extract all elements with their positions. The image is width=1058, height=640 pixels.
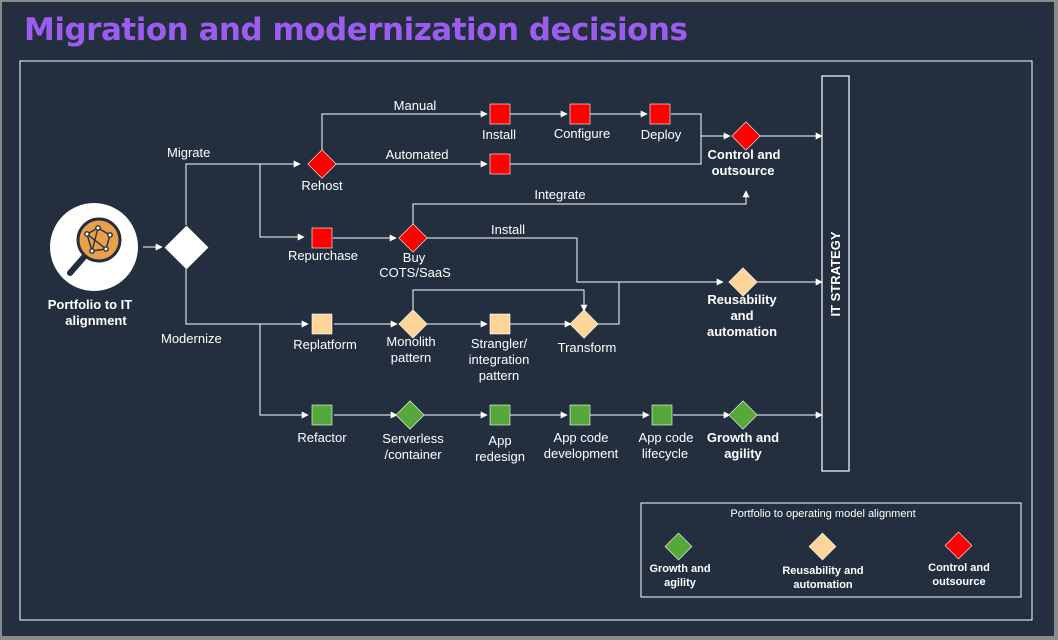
replatform-node [311,313,333,335]
connector-automated-control [509,136,702,165]
app-code-dev-node [569,404,591,426]
connector-migrate [185,163,260,225]
app-code-dev-label-line2: development [544,446,619,461]
legend-growth-swatch [664,532,693,561]
buy-diamond [398,223,428,253]
refactor-label: Refactor [297,430,347,445]
reusability-label-line3: automation [707,324,777,339]
portfolio-label-line1: Portfolio to IT [48,297,133,312]
monolith-label-line1: Monolith [386,334,435,349]
legend-growth-label-line2: agility [664,577,697,589]
repurchase-label: Repurchase [288,248,358,263]
growth-label-line1: Growth and [707,430,779,445]
legend: Portfolio to operating model alignment G… [640,502,1022,598]
automated-label: Automated [386,147,449,162]
buy-label-line2: COTS/SaaS [379,265,451,280]
migrate-label: Migrate [167,145,210,160]
configure-label: Configure [554,126,610,141]
main-decision-diamond [164,225,209,270]
deploy-node [649,103,671,125]
control-label-line2: outsource [712,163,775,178]
growth-diamond [728,400,758,430]
app-redesign-label-line2: redesign [475,449,525,464]
diagram-frame [19,60,1033,621]
app-redesign-label-line1: App [488,433,511,448]
strangler-label-line2: integration [469,352,530,367]
legend-reusability-label-line2: automation [793,579,853,591]
install-step-node [489,103,511,125]
legend-box [640,502,1022,598]
connector-transform-reusability [598,282,620,325]
repurchase-node [311,227,333,249]
portfolio-label-line2: alignment [65,313,127,328]
it-strategy-bar [821,75,850,472]
page-title: Migration and modernization decisions [24,12,688,48]
it-strategy-label: IT STRATEGY [828,231,843,316]
connectors [143,110,823,419]
replatform-label: Replatform [293,337,357,352]
control-label-line1: Control and [708,147,781,162]
serverless-label-line2: /container [384,447,442,462]
app-code-life-label-line1: App code [639,430,694,445]
rehost-diamond [307,149,337,179]
refactor-node [311,404,333,426]
app-code-lifecycle-node [651,404,673,426]
legend-control-label-line1: Control and [928,562,990,574]
manual-label: Manual [394,98,437,113]
strangler-label-line3: pattern [479,368,519,383]
monolith-label-line2: pattern [391,350,431,365]
install-step-label: Install [482,127,516,142]
reusability-label-line1: Reusability [707,292,777,307]
legend-reusability-label-line1: Reusability and [782,565,863,577]
serverless-label-line1: Serverless [382,431,444,446]
reusability-diamond [728,267,758,297]
rehost-label: Rehost [301,178,343,193]
legend-control-label-line2: outsource [932,576,985,588]
configure-node [569,103,591,125]
connector-modernize [185,269,260,325]
app-redesign-node [489,404,511,426]
integrate-label: Integrate [534,187,585,202]
transform-diamond [569,309,599,339]
connector-to-repurchase [259,164,305,241]
serverless-diamond [395,400,425,430]
legend-title: Portfolio to operating model alignment [730,508,915,520]
connector-install-path [427,237,724,286]
connector-manual [321,110,488,151]
connector-deploy-control [671,113,731,140]
app-code-life-label-line2: lifecycle [642,446,688,461]
legend-growth-label-line1: Growth and [649,563,710,575]
connector-monolith-transform [412,289,588,312]
modernize-label: Modernize [161,331,222,346]
connector-integrate [412,190,750,225]
strangler-node [489,313,511,335]
transform-label: Transform [558,340,617,355]
magnifier-network-icon [67,217,122,276]
install-path-label: Install [491,222,525,237]
monolith-diamond [398,309,428,339]
strangler-label-line1: Strangler/ [471,336,528,351]
deploy-label: Deploy [641,127,682,142]
automated-node [489,153,511,175]
legend-reusability-swatch [808,532,837,561]
portfolio-node [50,203,138,291]
app-code-dev-label-line1: App code [554,430,609,445]
connector-to-refactor [259,324,309,419]
buy-label-line1: Buy [403,250,426,265]
growth-label-line2: agility [724,446,762,461]
reusability-label-line2: and [730,308,753,323]
control-diamond [731,121,761,151]
legend-control-swatch [944,531,973,560]
